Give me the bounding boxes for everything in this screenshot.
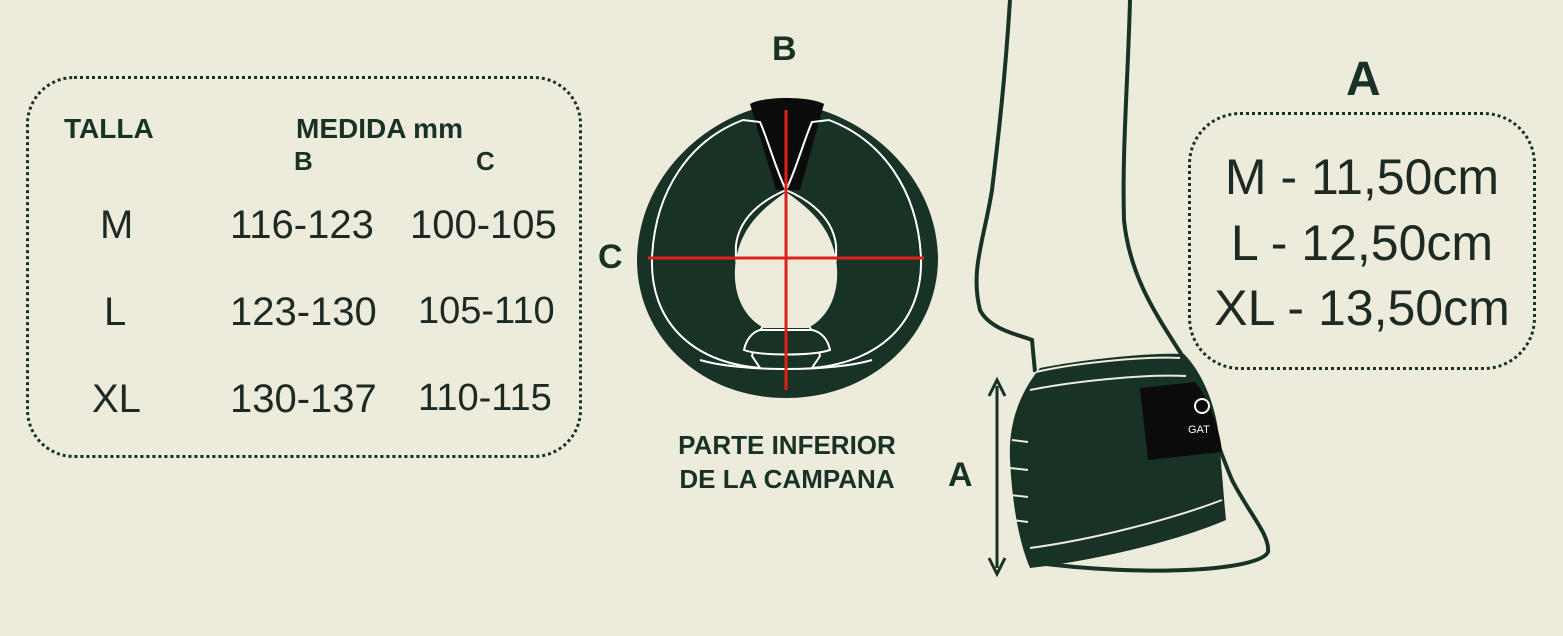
brand-text: GAT [1188, 424, 1210, 436]
a-sizes-frame [1188, 112, 1536, 370]
a-size-line: M - 11,50cm [1224, 149, 1500, 205]
size-table-frame [26, 76, 582, 458]
table-row-b: 130-137 [230, 377, 377, 421]
a-size-line: XL - 13,50cm [1214, 280, 1510, 336]
table-row-size: L [104, 290, 127, 334]
table-row-b: 116-123 [230, 203, 374, 247]
caption-line-1: PARTE INFERIOR [678, 430, 896, 460]
brand-logo-icon [1194, 398, 1210, 414]
table-row-c: 110-115 [418, 377, 552, 419]
a-size-line: L - 12,50cm [1230, 215, 1494, 271]
table-row-c: 105-110 [418, 290, 555, 332]
table-header-size: TALLA [64, 113, 154, 144]
label-c: C [598, 238, 623, 276]
table-row-size: M [100, 203, 134, 247]
boot-bottom-view [636, 98, 938, 398]
table-header-measure: MEDIDA mm [296, 113, 463, 144]
table-row-c: 100-105 [410, 203, 557, 247]
label-a: A [948, 456, 973, 494]
table-subheader-b: B [294, 146, 313, 176]
bottom-view-caption: PARTE INFERIOR DE LA CAMPANA [637, 428, 937, 496]
caption-line-2: DE LA CAMPANA [679, 464, 895, 494]
table-row-b: 123-130 [230, 290, 377, 334]
a-box-title: A [1346, 53, 1381, 106]
table-subheader-c: C [476, 146, 495, 176]
label-b: B [772, 30, 797, 68]
table-row-size: XL [92, 377, 141, 421]
leg-side-view [974, 0, 1271, 578]
